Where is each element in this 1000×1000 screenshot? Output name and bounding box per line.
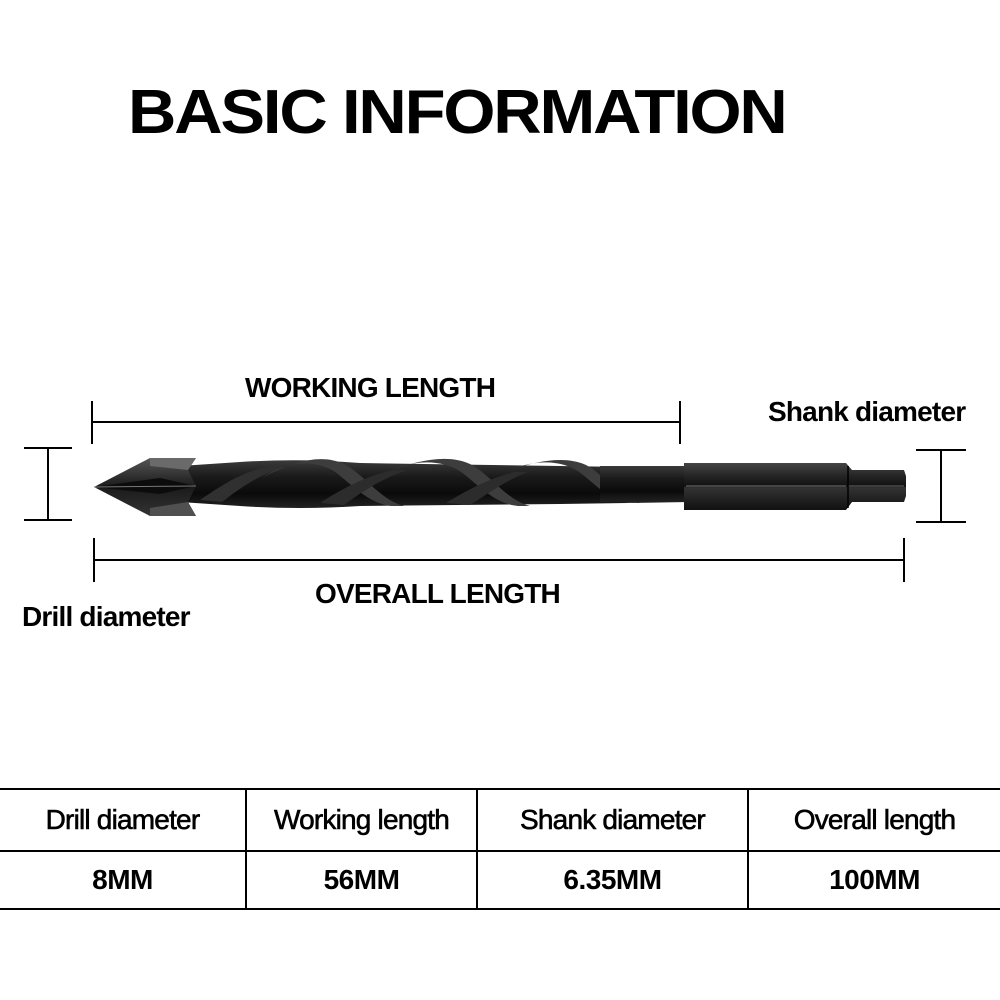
header-overall-length: Overall length [747,788,1000,852]
header-drill-diameter: Drill diameter [0,788,246,852]
shank-diameter-label: Shank diameter [768,396,966,427]
overall-length-label: OVERALL LENGTH [315,578,561,609]
value-overall-length: 100MM [747,850,1000,910]
overall-length-dimension [93,538,905,582]
drill-diameter-dimension [24,447,72,521]
drill-bit [93,458,906,516]
spec-table-header-row: Drill diameter Working length Shank diam… [0,788,1000,852]
value-shank-diameter: 6.35MM [476,850,748,910]
shank-diameter-dimension [916,449,966,523]
spec-table-value-row: 8MM 56MM 6.35MM 100MM [0,850,1000,910]
spec-table: Drill diameter Working length Shank diam… [0,788,1000,910]
drill-diameter-label: Drill diameter [22,601,191,632]
working-length-dimension [91,401,681,444]
header-shank-diameter: Shank diameter [476,788,748,852]
value-working-length: 56MM [245,850,477,910]
value-drill-diameter: 8MM [0,850,246,910]
working-length-label: WORKING LENGTH [245,372,496,403]
header-working-length: Working length [245,788,477,852]
page-title: BASIC INFORMATION [128,78,788,147]
